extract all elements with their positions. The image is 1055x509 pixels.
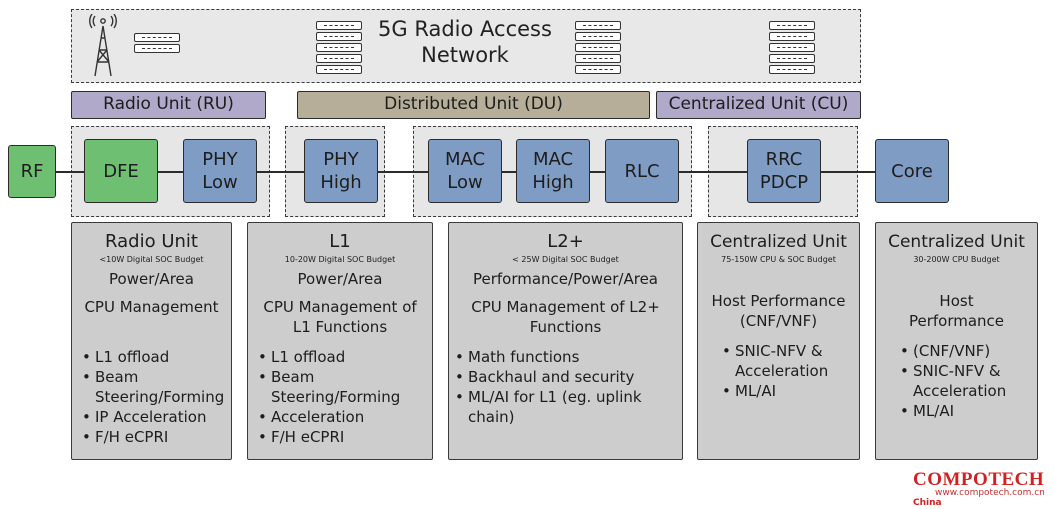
card-para: Power/Area [109,270,194,288]
card-bullet: SNIC-NFV & Acceleration [900,361,1037,401]
card-para: Host Performance [908,292,1005,330]
card-centralized-unit: Centralized Unit 75-150W CPU & SOC Budge… [697,222,860,460]
node-core: Core [875,139,949,203]
cell-tower-icon [89,14,117,77]
node-rf-label: RF [20,161,44,182]
card-para: CPU Management of L1 Functions [263,298,417,336]
node-rrc-pdcp: RRC PDCP [747,139,821,203]
card-para: Power/Area [297,270,383,288]
node-dfe: DFE [84,139,158,203]
card-budget: 75-150W CPU & SOC Budget [721,255,836,264]
node-mac-low-line2: Low [447,172,483,193]
node-phy-high: PHY High [304,139,378,203]
node-pdcp-line: PDCP [759,172,809,193]
card-bullet: L1 offload [82,347,231,367]
card-bullet: (CNF/VNF) [900,341,1037,361]
node-mac-high: MAC High [516,139,590,203]
card-l1: L1 10-20W Digital SOC Budget Power/Area … [247,222,433,460]
node-phy-low: PHY Low [183,139,257,203]
server-rack-icon [769,21,815,76]
card-bullet: F/H eCPRI [82,427,231,447]
watermark-url: www.compotech.com.cn [935,488,1045,498]
ran-title: 5G Radio Access Network [350,16,580,68]
node-mac-low: MAC Low [428,139,502,203]
node-mac-high-line2: High [532,172,574,193]
card-bullet: Acceleration [258,407,432,427]
node-rrc-line: RRC [765,149,803,170]
card-para: CPU Management [84,298,219,316]
server-icon [134,33,180,55]
card-budget: 10-20W Digital SOC Budget [284,255,396,264]
card-budget: < 25W Digital SOC Budget [512,255,619,264]
card-bullet: L1 offload [258,347,432,367]
card-bullet: ML/AI for L1 (eg. uplink chain) [455,387,682,427]
node-phy-low-line1: PHY [202,149,238,170]
watermark-brand: COMPOTECH [913,469,1045,490]
card-bullet: Math functions [455,347,682,367]
compotech-watermark: COMPOTECH China www.compotech.com.cn [913,469,1053,509]
card-title: Centralized Unit [710,232,847,252]
server-rack-icon [575,21,621,76]
node-phy-low-line2: Low [202,172,238,193]
server-rack-icon [316,21,362,76]
card-bullet: Beam Steering/Forming [82,367,231,407]
node-rf: RF [8,145,56,198]
node-phy-high-line1: PHY [323,149,359,170]
node-mac-low-line1: MAC [444,149,486,170]
card-bullet: IP Acceleration [82,407,231,427]
ran-title-line2: Network [421,43,509,67]
card-bullet: ML/AI [900,401,1037,421]
card-title: Radio Unit [105,231,198,252]
card-para: Host Performance (CNF/VNF) [711,292,846,330]
card-centralized-unit-alt: Centralized Unit 30-200W CPU Budget Host… [875,222,1038,460]
node-mac-high-line1: MAC [532,149,574,170]
card-bullet: F/H eCPRI [258,427,432,447]
watermark-sub: China [913,498,942,508]
ran-title-line1: 5G Radio Access [378,17,552,41]
node-dfe-label: DFE [103,160,139,182]
card-budget: 30-200W CPU Budget [913,255,1000,264]
node-rlc: RLC [605,139,679,203]
node-phy-high-line2: High [320,172,362,193]
card-title: L1 [329,231,351,252]
card-para: CPU Management of L2+ Functions [471,298,660,336]
band-distributed-unit: Distributed Unit (DU) [297,91,650,119]
band-radio-unit: Radio Unit (RU) [71,91,266,119]
card-l2-plus: L2+ < 25W Digital SOC Budget Performance… [448,222,683,460]
card-radio-unit: Radio Unit <10W Digital SOC Budget Power… [71,222,232,460]
ran-header-box [71,9,861,83]
card-para: Performance/Power/Area [472,270,659,288]
node-rlc-label: RLC [624,160,660,182]
card-title: Centralized Unit [888,232,1025,252]
card-title: L2+ [547,231,584,252]
card-bullet: ML/AI [722,381,859,401]
card-bullet: SNIC-NFV & Acceleration [722,341,859,381]
card-bullet: Beam Steering/Forming [258,367,432,407]
card-budget: <10W Digital SOC Budget [99,255,204,264]
card-bullet: Backhaul and security [455,367,682,387]
node-core-label: Core [891,160,933,182]
band-centralized-unit: Centralized Unit (CU) [656,91,861,119]
